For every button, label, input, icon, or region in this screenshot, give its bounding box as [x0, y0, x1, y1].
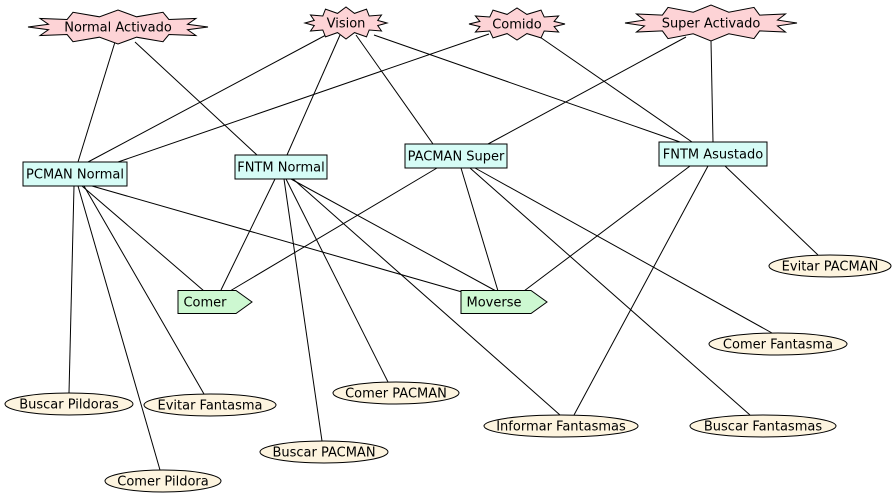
evitar-pacman-shape	[768, 254, 892, 278]
comido-shape	[468, 7, 566, 41]
normal-activado-label: Normal Activado	[64, 21, 172, 36]
edge-pacman-super-to-buscar-fantasmas	[469, 167, 751, 416]
fntm-normal-shape	[234, 154, 328, 180]
buscar-fantasmas-label: Buscar Fantasmas	[704, 420, 822, 435]
edge-fntm-normal-to-moverse	[290, 178, 497, 292]
comer-label: Comer	[183, 296, 227, 311]
edge-normal-activado-to-fntm-normal	[134, 41, 258, 156]
edge-pacman-super-to-comer	[229, 167, 438, 292]
edge-fntm-normal-to-comer-pacman	[285, 178, 389, 383]
comer-shape	[177, 290, 253, 314]
edge-super-activado-to-fntm-asustado	[710, 40, 714, 143]
moverse-label: Moverse	[467, 296, 522, 311]
normal-activado-event[interactable]: Normal Activado	[27, 9, 209, 45]
edge-normal-activado-to-pcman-normal	[77, 41, 116, 163]
edge-pacman-super-to-comer-fantasma	[474, 167, 773, 334]
buscar-pacman-shape	[259, 440, 389, 464]
pacman-super-agent[interactable]: PACMAN Super	[404, 143, 508, 169]
fntm-asustado-shape	[658, 141, 768, 167]
pcman-normal-shape	[22, 161, 128, 187]
comer-fantasma-goal[interactable]: Comer Fantasma	[708, 332, 848, 356]
node-layer: Normal Activado Vision Comido Super Activad…	[4, 4, 892, 493]
edge-fntm-normal-to-informar-fantasmas	[292, 178, 561, 416]
fntm-asustado-agent[interactable]: FNTM Asustado	[658, 141, 768, 167]
edge-fntm-normal-to-buscar-pacman	[283, 178, 323, 442]
comer-pildora-label: Comer Pildora	[117, 475, 208, 490]
moverse-shape	[460, 290, 548, 314]
pcman-normal-label: PCMAN Normal	[26, 168, 124, 183]
vision-shape	[303, 6, 389, 40]
pacman-super-label: PACMAN Super	[408, 150, 505, 165]
comido-event[interactable]: Comido	[468, 7, 566, 41]
super-activado-label: Super Activado	[662, 17, 761, 32]
buscar-pacman-label: Buscar PACMAN	[272, 446, 375, 461]
edge-layer	[68, 33, 819, 471]
comer-action[interactable]: Comer	[177, 290, 253, 314]
comer-pacman-label: Comer PACMAN	[345, 387, 447, 402]
fntm-normal-label: FNTM Normal	[237, 161, 325, 176]
pacman-super-shape	[404, 143, 508, 169]
edge-pacman-super-to-moverse	[460, 167, 499, 292]
buscar-fantasmas-shape	[689, 414, 837, 438]
comer-pildora-goal[interactable]: Comer Pildora	[104, 469, 222, 493]
evitar-pacman-label: Evitar PACMAN	[782, 260, 879, 275]
evitar-fantasma-label: Evitar Fantasma	[157, 399, 262, 414]
edge-vision-to-fntm-asustado	[373, 34, 681, 143]
comido-label: Comido	[492, 18, 542, 33]
super-activado-event[interactable]: Super Activado	[624, 4, 798, 42]
normal-activado-shape	[27, 9, 209, 45]
buscar-pildoras-goal[interactable]: Buscar Pildoras	[4, 392, 134, 416]
pcman-normal-agent[interactable]: PCMAN Normal	[22, 161, 128, 187]
edge-fntm-normal-to-comer	[220, 178, 276, 291]
buscar-pildoras-label: Buscar Pildoras	[19, 398, 119, 413]
informar-fantasmas-shape	[483, 414, 639, 438]
fntm-normal-agent[interactable]: FNTM Normal	[234, 154, 328, 180]
edge-fntm-asustado-to-evitar-pacman	[724, 165, 819, 256]
comer-fantasma-label: Comer Fantasma	[723, 338, 833, 353]
edge-pcman-normal-to-evitar-fantasma	[83, 185, 205, 395]
edge-fntm-asustado-to-informar-fantasmas	[573, 165, 709, 416]
comer-pacman-shape	[332, 381, 460, 405]
edge-pcman-normal-to-moverse	[91, 185, 463, 293]
buscar-pildoras-shape	[4, 392, 134, 416]
edge-comido-to-fntm-asustado	[536, 34, 693, 143]
fntm-asustado-label: FNTM Asustado	[663, 148, 763, 163]
buscar-fantasmas-goal[interactable]: Buscar Fantasmas	[689, 414, 837, 438]
edge-vision-to-pcman-normal	[87, 34, 327, 163]
edge-pcman-normal-to-buscar-pildoras	[68, 185, 75, 394]
informar-fantasmas-goal[interactable]: Informar Fantasmas	[483, 414, 639, 438]
vision-label: Vision	[327, 17, 366, 32]
vision-event[interactable]: Vision	[303, 6, 389, 40]
super-activado-shape	[624, 4, 798, 42]
evitar-pacman-goal[interactable]: Evitar PACMAN	[768, 254, 892, 278]
comer-pacman-goal[interactable]: Comer PACMAN	[332, 381, 460, 405]
edge-vision-to-pacman-super	[355, 34, 434, 145]
buscar-pacman-goal[interactable]: Buscar PACMAN	[259, 440, 389, 464]
edge-pcman-normal-to-comer	[81, 185, 205, 292]
comer-fantasma-shape	[708, 332, 848, 356]
edge-comido-to-pcman-normal	[117, 33, 490, 163]
edge-fntm-asustado-to-moverse	[523, 165, 691, 292]
evitar-fantasma-goal[interactable]: Evitar Fantasma	[143, 393, 277, 417]
evitar-fantasma-shape	[143, 393, 277, 417]
informar-fantasmas-label: Informar Fantasmas	[496, 420, 626, 435]
comer-pildora-shape	[104, 469, 222, 493]
edge-super-activado-to-pacman-super	[487, 36, 687, 145]
edge-pcman-normal-to-comer-pildora	[77, 185, 161, 471]
moverse-action[interactable]: Moverse	[460, 290, 548, 314]
